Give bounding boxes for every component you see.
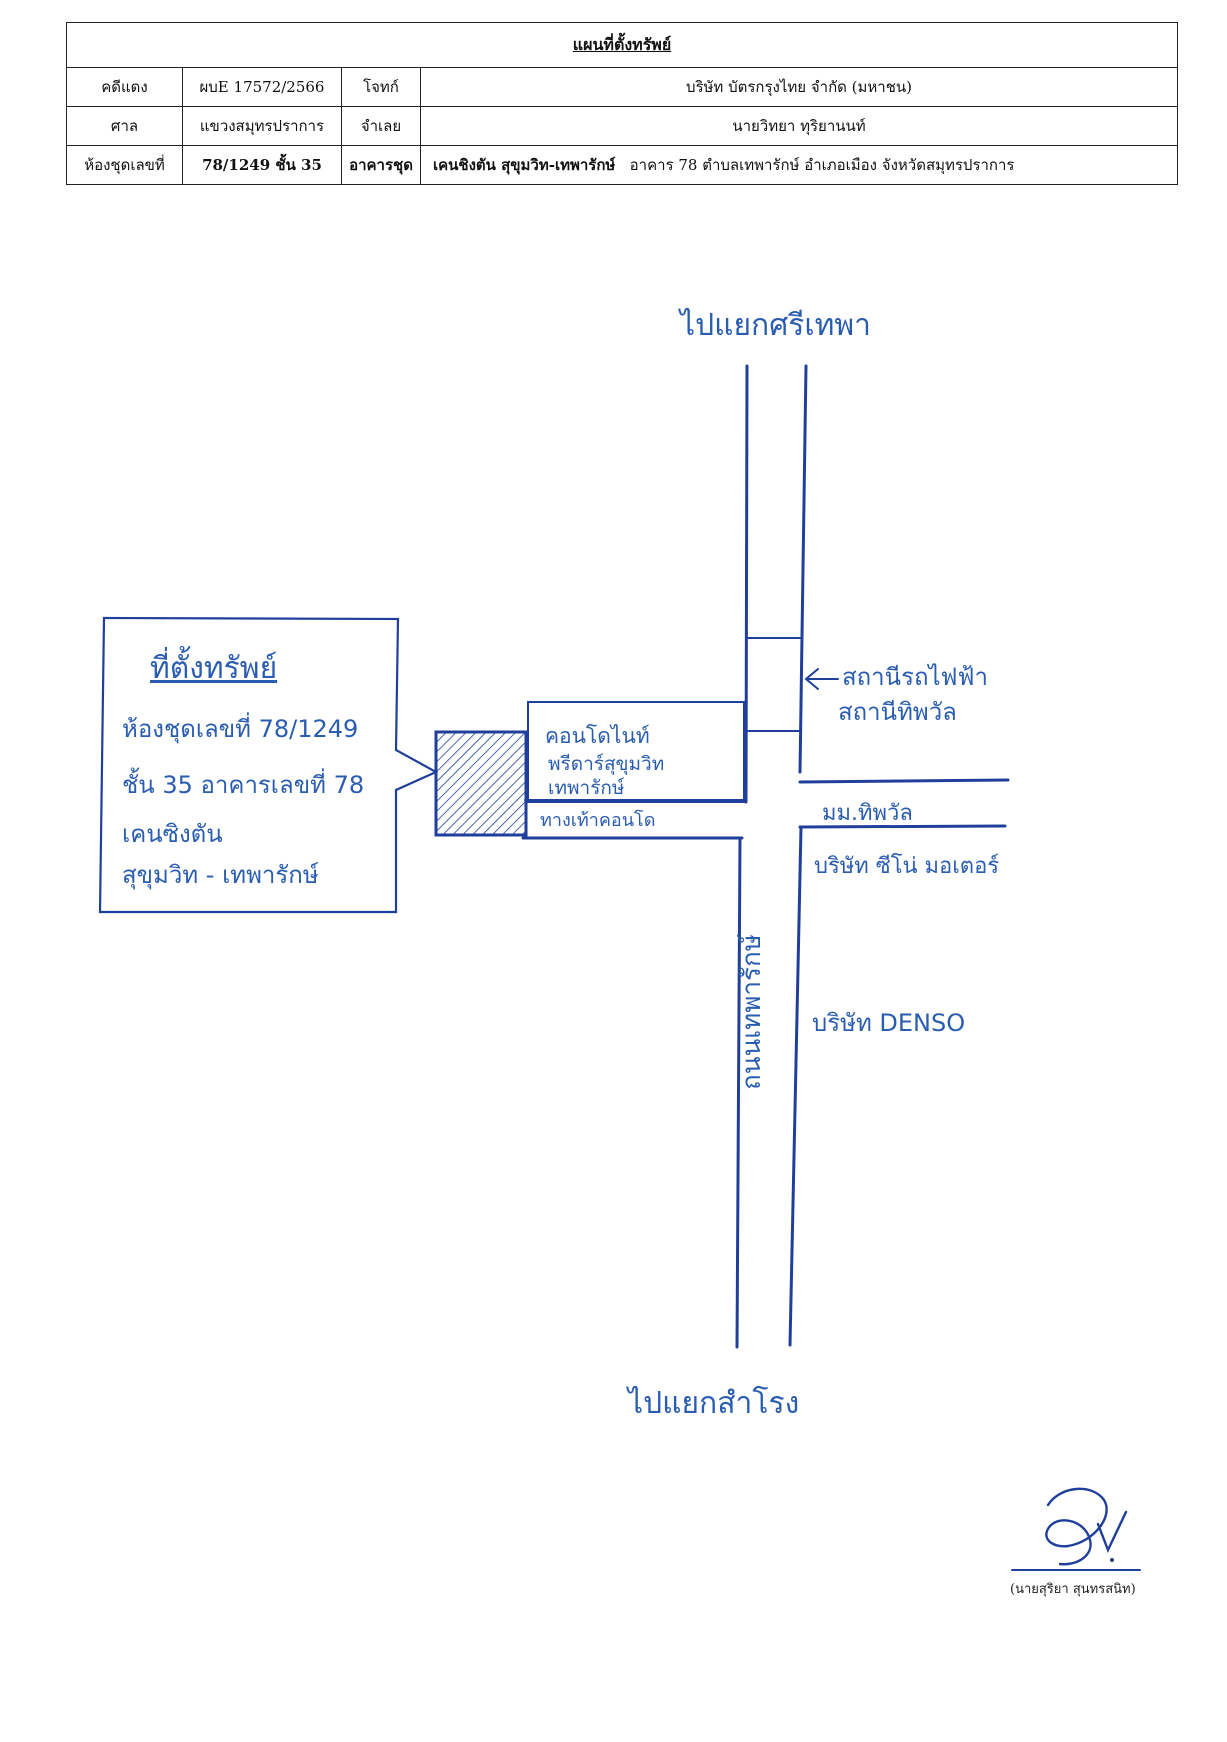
table-row: ศาล แขวงสมุทรปราการ จำเลย นายวิทยา ทุริย…	[66, 106, 1178, 146]
case-info-table: แผนที่ตั้งทรัพย์ คดีแดง ผบE 17572/2566 โ…	[66, 22, 1178, 185]
value-court: แขวงสมุทรปราการ	[182, 106, 342, 146]
village-label: มม.ทิพวัล	[822, 801, 913, 826]
value-condominium: เคนชิงตัน สุขุมวิท-เทพารักษ์ อาคาร 78 ตำ…	[420, 145, 1178, 185]
label-defendant: จำเลย	[341, 106, 421, 146]
value-plaintiff: บริษัท บัตรกรุงไทย จำกัด (มหาชน)	[420, 67, 1178, 107]
property-line-3: เคนซิงตัน	[122, 820, 223, 848]
label-case-no: คดีแดง	[66, 67, 183, 107]
top-direction-label: ไปแยกศรีเทพา	[678, 307, 871, 343]
signatory-name: (นายสุริยา สุนทรสนิท)	[1010, 1582, 1136, 1597]
main-road	[735, 364, 808, 1349]
label-plaintiff: โจทก์	[341, 67, 421, 107]
document-title: แผนที่ตั้งทรัพย์	[66, 22, 1178, 68]
station-label-1: สถานีรถไฟฟ้า	[842, 663, 988, 691]
property-marker	[434, 730, 528, 837]
property-line-4: สุขุมวิท - เทพารักษ์	[122, 861, 319, 890]
landmark-sino-motor: บริษัท ซีโน่ มอเตอร์	[814, 853, 999, 879]
condominium-name: เคนชิงตัน สุขุมวิท-เทพารักษ์	[433, 156, 616, 174]
property-line-2: ชั้น 35 อาคารเลขที่ 78	[122, 767, 364, 799]
table-row: คดีแดง ผบE 17572/2566 โจทก์ บริษัท บัตรก…	[66, 67, 1178, 107]
landmark-denso: บริษัท DENSO	[812, 1009, 965, 1037]
bottom-direction-label: ไปแยกสำโรง	[626, 1385, 799, 1421]
arrow-icon	[804, 668, 839, 690]
condo-label-3: เทพารักษ์	[548, 777, 625, 799]
table-row: ห้องชุดเลขที่ 78/1249 ชั้น 35 อาคารชุด เ…	[66, 145, 1178, 185]
condominium-address: อาคาร 78 ตำบลเทพารักษ์ อำเภอเมือง จังหวั…	[629, 156, 1015, 174]
value-unit-no: 78/1249 ชั้น 35	[182, 145, 342, 185]
condo-building	[524, 701, 745, 803]
property-line-1: ห้องชุดเลขที่ 78/1249	[122, 712, 358, 744]
label-unit-no: ห้องชุดเลขที่	[66, 145, 183, 185]
signature-scribble	[1011, 1487, 1141, 1571]
condo-label-2: พรีดาร์สุขุมวิท	[548, 753, 664, 776]
footpath-label: ทางเท้าคอนโด	[540, 809, 655, 831]
property-box-title: ที่ตั้งทรัพย์	[150, 646, 277, 686]
value-defendant: นายวิทยา ทุริยานนท์	[420, 106, 1178, 146]
station-label-2: สถานีทิพวัล	[838, 698, 957, 726]
label-condominium: อาคารชุด	[341, 145, 421, 185]
condo-label-1: คอนโดไนท์	[545, 724, 650, 748]
property-callout	[98, 616, 439, 914]
side-roads	[521, 637, 1010, 840]
road-label: ถนนเทพารักษ์	[737, 933, 767, 1090]
